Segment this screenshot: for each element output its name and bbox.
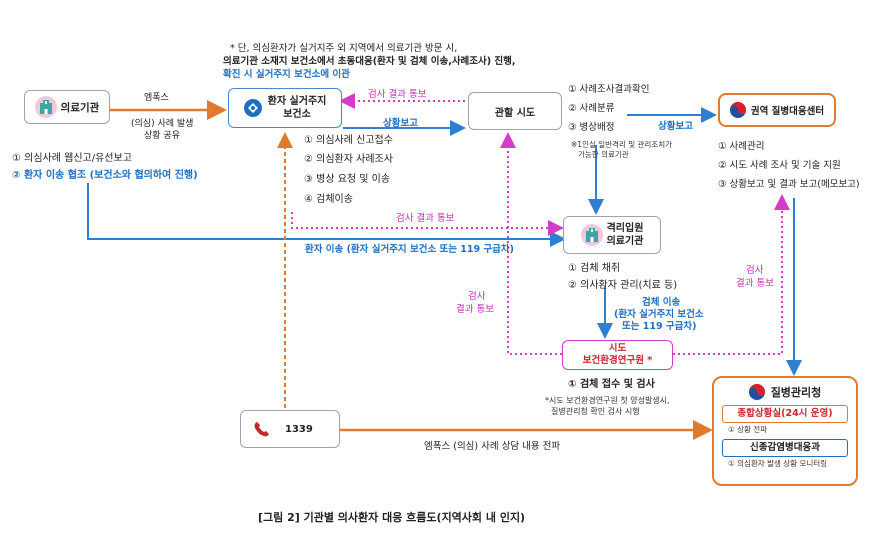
city-item-1: ① 사례조사결과확인 [568,84,650,95]
regional-item-1: ① 사례관리 [718,141,765,152]
city-label: 관할 시도 [494,107,536,119]
kdca-label: 질병관리청 [770,386,822,399]
isolation-item-2: ② 의사환자 관리(치료 등) [568,280,678,291]
figure-caption: [그림 2] 기관별 의사환자 대응 흐름도(지역사회 내 인지) [258,511,526,524]
label-test-left-2: 결과 통보 [456,304,494,315]
health-center-label-1: 환자 실거주지 [267,96,327,107]
label-specimen-3: 또는 119 구급차) [622,321,697,332]
label-test-left-1: 검사 [468,291,486,302]
regional-item-3: ③ 상황보고 및 결과 보고(메모보고) [718,179,860,190]
regional-center-label: 권역 질병대응센터 [750,106,825,117]
arrow-hospital-transfer [87,183,566,247]
hotline-box: 1339 [240,410,340,448]
lab-note-2: 질병관리청 확인 검사 시행 [551,407,640,416]
isolation-hospital-icon [580,224,603,246]
label-test-right-2: 결과 통보 [736,278,774,289]
note-line1: * 단, 의심환자가 실거지주 외 지역에서 의료기관 방문 시, [230,43,458,54]
health-center-item-3: ③ 병상 요청 및 이송 [304,174,391,185]
isolation-label-2: 의료기관 [606,236,644,247]
regional-center-box: 권역 질병대응센터 [718,93,836,127]
city-item-2: ② 사례분류 [568,103,615,114]
health-center-icon [243,99,262,117]
kdca-situation-item: ① 상황 전파 [728,425,768,434]
lab-note-1: *시도 보건환경연구원 첫 양성발생시, [545,396,670,405]
isolation-item-1: ① 검체 채취 [568,263,621,274]
kdca-taeguk-icon [748,384,765,400]
city-footnote-2: 가능한 의료기관 [578,150,629,159]
label-hotline: 엠폭스 (의심) 사례 상담 내용 전파 [424,441,561,452]
label-test-right-1: 검사 [746,265,764,276]
city-item-3: ③ 병상배정 [568,122,615,133]
health-center-item-4: ④ 검체이송 [304,194,353,205]
hospital-icon [34,96,57,118]
lab-box: 시도 보건환경연구원 * [562,340,673,370]
label-status-report-2: 상황보고 [658,121,693,132]
label-specimen-1: 검체 이송 [642,297,681,308]
lab-label-2: 보건환경연구원 * [582,355,653,366]
phone-icon [254,422,269,437]
arrow-label-share: 상황 공유 [144,131,180,141]
health-center-item-2: ② 의심환자 사례조사 [304,154,393,165]
hospital-item-1: ① 의심사례 웹신고/유선보고 [12,153,132,164]
arrow-lab-to-city-result [500,132,562,355]
health-center-box: 환자 실거주지 보건소 [228,88,342,128]
note-line2: 의료기관 소재지 보건소에서 초동대응(환자 및 검체 이송,사례조사) 진행, [223,56,516,67]
kdca-emerging-dept: 신종감염병대응과 [722,439,848,457]
isolation-hospital-box: 격리입원 의료기관 [563,216,661,254]
label-test-result-top: 검사 결과 통보 [368,89,427,100]
health-center-item-1: ① 의심사례 신고접수 [304,135,393,146]
hospital-item-2: ② 환자 이송 협조 (보건소와 협의하여 진행) [12,170,198,181]
arrow-center-to-isolation-result [291,212,564,236]
label-specimen-2: (환자 실거주지 보건소 [614,309,704,320]
arrow-lab-to-regional-result [673,194,790,355]
regional-item-2: ② 시도 사례 조사 및 기술 지원 [718,160,841,171]
hospital-box: 의료기관 [24,90,110,124]
city-footnote-1: ※1인실 일반격리 및 관리조치가 [571,140,673,149]
arrow-label-mpox: 엠폭스 [144,93,169,103]
kdca-situation-room: 종합상황실(24시 운영) [722,405,848,423]
kdca-box: 질병관리청 종합상황실(24시 운영) ① 상황 전파 신종감염병대응과 ① 의… [712,376,858,486]
hospital-label: 의료기관 [60,101,100,114]
kdca-emerging-item: ① 의심환자 발생 상황 모니터링 [728,459,828,468]
isolation-label-1: 격리입원 [606,223,644,234]
label-transfer: 환자 이송 (환자 실거주지 보건소 또는 119 구급차) [305,244,514,255]
lab-item: ① 검체 접수 및 검사 [568,379,655,390]
taeguk-icon [729,102,746,118]
label-test-result-mid: 검사 결과 통보 [396,213,455,224]
note-line3: 확진 시 실거주지 보건소에 이관 [223,69,350,80]
arrow-label-case: (의심) 사례 발생 [131,119,194,129]
city-box: 관할 시도 [468,92,562,130]
lab-label-1: 시도 [608,343,627,354]
hotline-label: 1339 [285,423,313,435]
health-center-label-2: 보건소 [283,109,311,120]
label-status-report-1: 상황보고 [383,118,418,129]
